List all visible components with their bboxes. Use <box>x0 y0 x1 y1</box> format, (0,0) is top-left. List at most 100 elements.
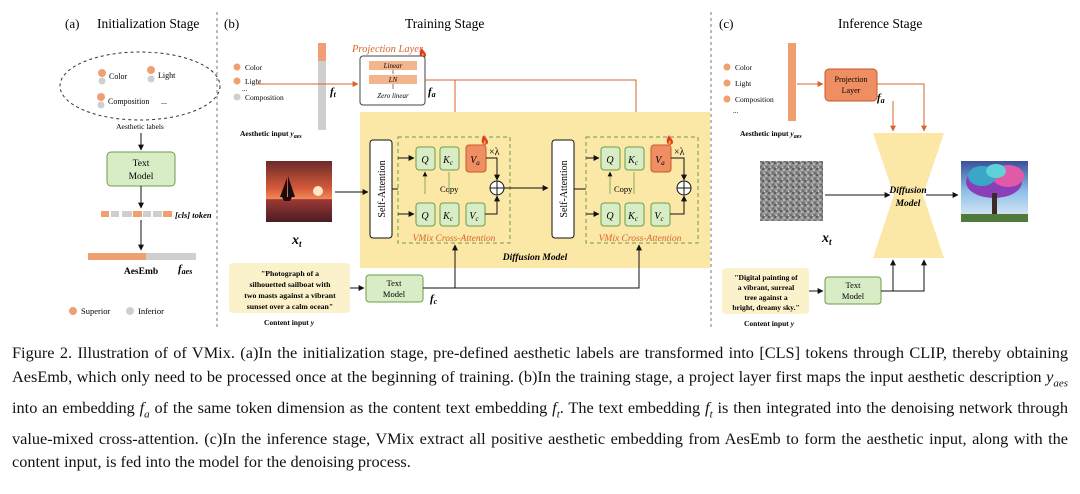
panel-b-title: Training Stage <box>405 16 484 31</box>
init-label-color: Color <box>109 72 128 81</box>
caption-part-1: Figure 2. Illustration of of VMix. (a)In… <box>12 343 1068 386</box>
proj-zero: Zero linear <box>377 92 409 100</box>
train-fa-symbol: fa <box>428 86 436 99</box>
b1-q-bot <box>415 202 436 227</box>
b1-k-bot <box>439 202 460 227</box>
legend-superior-dot <box>69 307 77 315</box>
train-ft-bar <box>318 61 326 130</box>
aesemb-label: AesEmb <box>124 267 158 277</box>
b1-k-top <box>439 146 460 171</box>
caption-f-t-2: ft <box>705 397 713 420</box>
b1-times-lambda: ×λ <box>489 147 500 158</box>
aesthetic-labels-ellipse <box>59 51 221 121</box>
proj-linear: Linear <box>383 62 403 70</box>
label-dot-light <box>147 66 155 74</box>
infer-prompt-line2: a vibrant, surreal <box>738 283 795 292</box>
b2-sum-plus <box>677 181 691 195</box>
b2-k-top-label: Kc <box>627 155 639 167</box>
train-prompt-line2: silhouetted sailboat with <box>249 280 331 289</box>
infer-projection-line1: Projection <box>835 75 868 84</box>
train-label-light: Light <box>245 77 262 86</box>
vmix-box-1 <box>397 136 511 244</box>
infer-label-light: Light <box>735 79 752 88</box>
infer-dot-color <box>723 63 731 71</box>
caption-part-2: into an embedding <box>12 397 140 417</box>
self-attention-1: Self-Attention <box>377 160 388 217</box>
init-label-ellipsis: ... <box>161 97 167 106</box>
infer-prompt-line4: bright, dreamy sky." <box>732 303 799 312</box>
proj-linear-box <box>369 61 417 70</box>
panel-c: (c) Inference Stage Color Light Composit… <box>719 16 1028 328</box>
b1-k-bot-label: Kc <box>442 211 454 223</box>
label-dot-light-2 <box>147 75 155 83</box>
infer-fa-to-diffusion-2 <box>877 83 927 132</box>
b2-copy: Copy <box>614 184 633 194</box>
b2-vc-bot-label: Vc <box>654 211 664 223</box>
flame-icon <box>666 135 673 145</box>
fc-route <box>423 244 642 289</box>
b2-k-top <box>624 146 645 171</box>
train-text-model-line1: Text <box>387 278 403 288</box>
proj-ln-box <box>369 75 417 84</box>
panel-a: (a) Initialization Stage Color Light Com… <box>59 16 221 316</box>
caption-f-t: ft <box>552 397 560 420</box>
sunset-sailboat-image <box>266 161 332 222</box>
infer-label-color: Color <box>735 63 753 72</box>
legend-superior: Superior <box>81 306 110 316</box>
infer-xt-symbol: xt <box>821 231 832 247</box>
cls-token-strip <box>101 211 172 217</box>
train-dot-light <box>233 77 241 85</box>
infer-fc-route <box>881 259 927 292</box>
noise-image <box>760 161 823 221</box>
caption-part-3: of the same token dimension as the conte… <box>149 397 553 417</box>
cls-token-label: [cls] token <box>175 210 212 220</box>
train-label-color: Color <box>245 63 263 72</box>
infer-text-model-line2: Model <box>842 291 865 301</box>
train-aesthetic-input: Aesthetic input yaes <box>240 129 302 140</box>
b1-q-top-label: Q <box>421 155 429 166</box>
b1-sum-plus <box>490 181 504 195</box>
train-prompt-line3: two masts against a vibrant <box>244 291 336 300</box>
b2-va-top-label: Va <box>655 155 665 167</box>
infer-label-composition: Composition <box>735 95 774 104</box>
flame-icon <box>481 135 488 145</box>
vmix-figure: (a) Initialization Stage Color Light Com… <box>59 12 1028 330</box>
infer-dot-composition <box>723 95 731 103</box>
train-content-input: Content input y <box>264 318 315 327</box>
vmix-label-1: VMix Cross-Attention <box>413 234 496 244</box>
train-dot-color <box>233 63 241 71</box>
b1-vc-bot-label: Vc <box>469 211 479 223</box>
panel-b: (b) Training Stage Color Light ... Compo… <box>224 16 710 327</box>
projection-layer-title: Projection Layer <box>351 44 424 55</box>
train-label-composition: Composition <box>245 93 284 102</box>
train-fc-symbol: fc <box>430 293 438 306</box>
infer-text-model-line1: Text <box>846 280 862 290</box>
b1-va-to-sum <box>486 157 500 181</box>
surreal-tree-image <box>961 161 1028 222</box>
panel-a-title: Initialization Stage <box>97 16 199 31</box>
init-text-model-line1: Text <box>133 159 150 169</box>
infer-projection-box <box>824 68 878 102</box>
train-prompt-line4: sunset over a calm ocean" <box>247 302 333 311</box>
caption-part-4: . The text embedding <box>559 397 706 417</box>
figure-caption: Figure 2. Illustration of of VMix. (a)In… <box>12 341 1068 474</box>
train-prompt-box <box>229 263 350 313</box>
label-dot-color <box>98 69 106 77</box>
b1-k-top-label: Kc <box>442 155 454 167</box>
train-prompt-line1: "Photograph of a <box>261 269 319 278</box>
f-aes-symbol: faes <box>178 263 192 276</box>
caption-y-aes: yaes <box>1046 366 1068 389</box>
infer-dot-light <box>723 79 731 87</box>
legend-inferior-dot <box>126 307 134 315</box>
aesemb-bar-inferior <box>146 253 196 260</box>
b1-q-bot-label: Q <box>421 211 429 222</box>
infer-content-input: Content input y <box>744 319 795 328</box>
b1-q-top <box>415 146 436 171</box>
train-dot-composition <box>233 93 241 101</box>
b1-va-top-label: Va <box>470 155 480 167</box>
b2-k-bot-label: Kc <box>627 211 639 223</box>
infer-fa-symbol: fa <box>877 92 885 105</box>
b2-va-to-sum <box>671 157 687 181</box>
infer-prompt-line3: tree against a <box>744 293 788 302</box>
init-label-composition: Composition <box>108 97 149 106</box>
